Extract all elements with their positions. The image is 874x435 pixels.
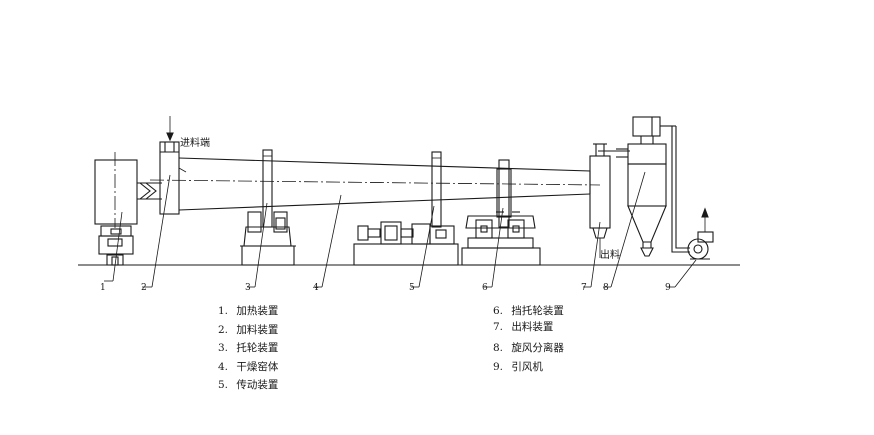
part-number: 1 (100, 283, 106, 293)
legend-item: 7. 出料装置 (493, 320, 554, 333)
legend-item: 4. 干燥窑体 (218, 360, 279, 373)
legend-item: 5. 传动装置 (218, 379, 279, 392)
induced-draft-fan (671, 126, 714, 260)
legend-right: 6. 挡托轮装置 7. 出料装置 8. 旋风分离器 9. 引风机 (493, 302, 564, 376)
feed-end-label: 进料端 (180, 136, 210, 149)
part-number: 9 (665, 283, 671, 293)
heating-device (94, 152, 162, 266)
transmission-device (353, 151, 459, 266)
part-number: 4 (313, 283, 319, 293)
leader-lines (104, 171, 697, 288)
legend-item: 2. 加料装置 (218, 323, 279, 336)
legend-item: 6. 挡托轮装置 (493, 305, 564, 317)
feeding-device (159, 116, 187, 215)
part-number: 7 (581, 283, 587, 293)
part-number: 8 (603, 283, 609, 293)
discharge-device (589, 143, 630, 258)
part-number: 3 (245, 283, 251, 293)
part-number: 6 (482, 283, 488, 293)
part-number: 5 (409, 283, 415, 293)
thrust-roller (461, 159, 541, 266)
part-number: 2 (141, 283, 147, 293)
drying-drum (149, 157, 601, 211)
supporting-roller (240, 149, 296, 266)
discharge-label: 出料 (600, 248, 620, 261)
legend-left: 1. 加热装置 2. 加料装置 3. 托轮装置 4. 干燥窑体 5. 传动装置 (218, 302, 278, 395)
legend-item: 1. 加热装置 (218, 305, 279, 317)
legend-item: 9. 引风机 (493, 360, 543, 373)
legend-item: 3. 托轮装置 (218, 342, 279, 355)
cyclone-separator (616, 116, 676, 257)
legend-item: 8. 旋风分离器 (493, 342, 564, 355)
